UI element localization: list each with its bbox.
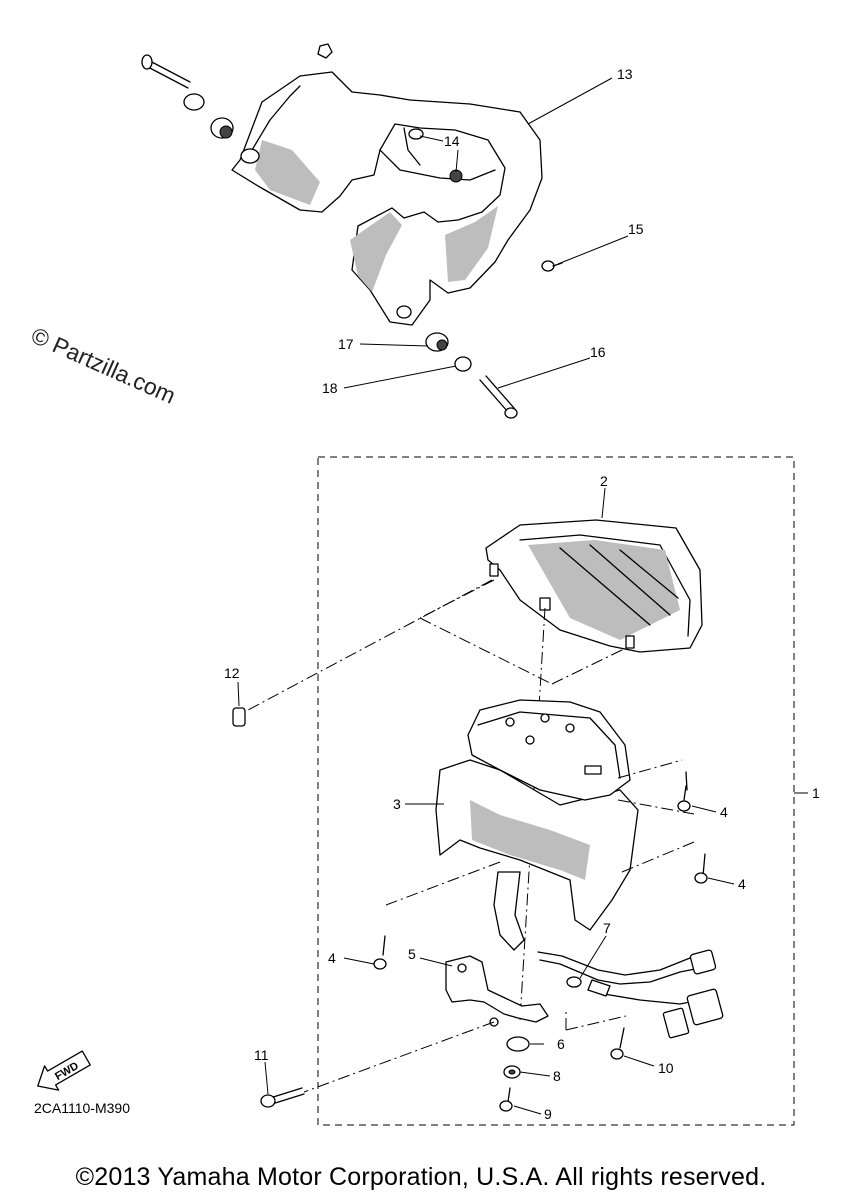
callout-2: 2 — [600, 473, 608, 489]
meter-bracket — [231, 71, 543, 326]
grommet-upper — [183, 93, 234, 139]
callout-9: 9 — [544, 1106, 552, 1122]
washer-14 — [408, 128, 463, 183]
copyright-notice: ©2013 Yamaha Motor Corporation, U.S.A. A… — [75, 1163, 767, 1191]
callout-11: 11 — [254, 1047, 269, 1063]
callout-16: 16 — [590, 344, 606, 360]
assembly-boundary — [317, 456, 795, 1126]
spacer-12 — [232, 707, 246, 727]
callout-4-a: 4 — [720, 804, 728, 820]
wire-harness-7 — [537, 949, 724, 1039]
callout-13: 13 — [617, 66, 633, 82]
screw-10 — [610, 1027, 625, 1060]
callout-5: 5 — [408, 946, 416, 962]
fwd-arrow-icon: FWD — [37, 1050, 91, 1091]
callout-6: 6 — [557, 1036, 565, 1052]
bolt-11 — [260, 1087, 305, 1108]
diagram-code: 2CA1110-M390 — [34, 1100, 130, 1116]
screw-4-left — [373, 935, 387, 970]
collar-top — [317, 43, 333, 59]
callout-1: 1 — [812, 785, 820, 801]
grommet-6 — [506, 1036, 530, 1052]
callout-15: 15 — [628, 221, 644, 237]
screw-4-right-lower — [694, 853, 708, 884]
bracket-bolt-upper — [141, 54, 191, 89]
collar-18 — [454, 356, 472, 372]
callout-3: 3 — [393, 796, 401, 812]
callout-17: 17 — [338, 336, 354, 352]
meter-lens-cover — [485, 519, 703, 653]
fwd-label: FWD — [53, 1060, 81, 1083]
callout-12: 12 — [224, 665, 240, 681]
callout-7: 7 — [603, 920, 611, 936]
callout-18: 18 — [322, 380, 338, 396]
screw-9 — [499, 1087, 513, 1112]
callout-4-b: 4 — [738, 876, 746, 892]
bolt-16 — [479, 375, 518, 419]
collar-8 — [503, 1065, 521, 1079]
callout-10: 10 — [658, 1060, 674, 1076]
screw-4-right-upper — [677, 771, 691, 812]
grommet-17 — [425, 332, 449, 352]
callout-4-c: 4 — [328, 950, 336, 966]
callout-8: 8 — [553, 1068, 561, 1084]
callout-14: 14 — [444, 133, 460, 149]
mounting-bracket-5 — [445, 955, 549, 1027]
screw-15 — [541, 260, 563, 272]
meter-housing — [435, 699, 639, 951]
